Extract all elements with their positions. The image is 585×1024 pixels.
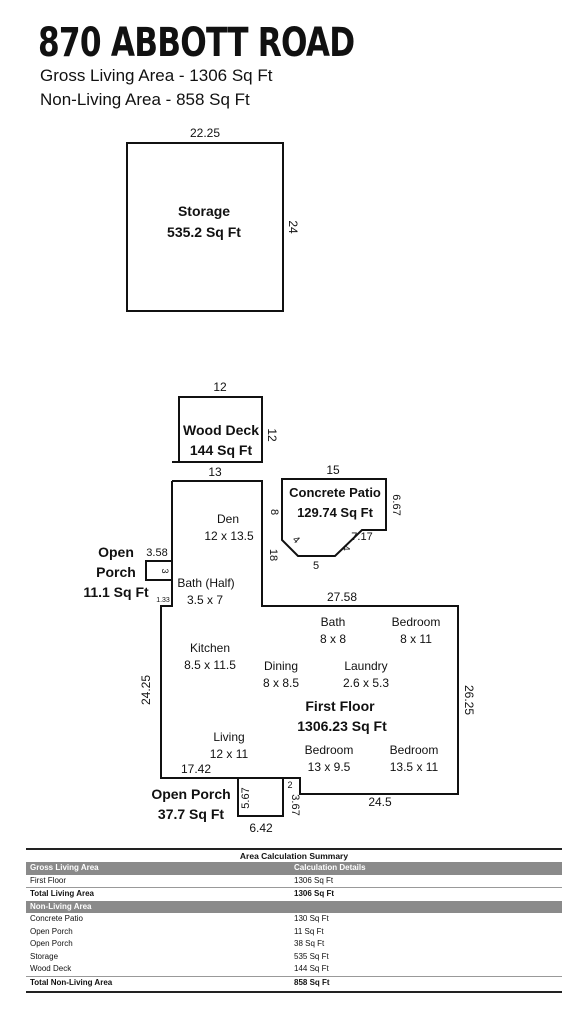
page-title: 870 ABBOTT ROAD [38,20,355,66]
row-label: Open Porch [30,926,73,936]
row-label: Wood Deck [30,964,72,973]
room-name: Kitchen [190,641,230,655]
room-size: 12 x 11 [210,747,249,761]
room-name: Bedroom [390,743,439,757]
floor-dim-left: 24.25 [139,675,153,705]
table-row: Open Porch 38 Sq Ft [26,938,562,951]
wood-deck-dim-bottom: 13 [208,465,222,479]
room-name: Living [213,730,244,744]
summary-title: Area Calculation Summary [26,848,562,862]
row-label: Concrete Patio [30,914,83,923]
floor-dim-right: 26.25 [462,685,476,715]
row-value: 1306 Sq Ft [294,875,334,885]
row-value: 38 Sq Ft [294,939,325,948]
porch-left-dim-b: 3 [160,568,170,573]
room-size: 13 x 9.5 [308,760,351,774]
porch-left-name-2: Porch [96,564,136,580]
floor-plan: 22.25 24 Storage 535.2 Sq Ft 12 12 13 Wo… [83,126,476,835]
porch-left-name-1: Open [98,544,134,560]
row-label: Open Porch [30,939,73,948]
non-living-header: Non-Living Area [30,901,92,911]
wood-deck-name: Wood Deck [183,422,259,438]
room-size: 8 x 8 [320,632,346,646]
total-non-living-row: Total Non-Living Area 858 Sq Ft [26,975,562,990]
porch-bottom-dim-b: 3.67 [289,794,301,815]
row-value: 535 Sq Ft [294,951,329,961]
gross-living-header-row: Gross Living Area Calculation Details [26,862,562,875]
table-row: Concrete Patio 130 Sq Ft [26,913,562,926]
wood-deck-dim-top: 12 [213,380,227,394]
row-value: 130 Sq Ft [294,914,329,923]
room-name: Bath [321,615,346,629]
table-row: Storage 535 Sq Ft [26,951,562,964]
non-living-area-text: Non-Living Area - 858 Sq Ft [40,90,250,109]
wood-deck-dim-side: 12 [265,428,279,442]
non-living-header-row: Non-Living Area [26,900,562,913]
table-row: Wood Deck 144 Sq Ft [26,963,562,976]
room-name: Bedroom [305,743,354,757]
room-size: 8.5 x 11.5 [184,658,236,672]
porch-left-dim-c: 1.33 [156,597,170,604]
row-value: 144 Sq Ft [294,964,329,973]
room-name: Den [217,512,239,526]
patio-dim-b: 4 [340,545,351,551]
row-label: Total Living Area [30,889,95,898]
row-label: Total Non-Living Area [30,977,113,987]
patio-dim-left: 8 [268,509,280,515]
room-size: 8 x 11 [400,632,432,646]
storage-area: 535.2 Sq Ft [167,224,241,240]
floor-dim-top: 27.58 [327,590,357,604]
floor-dim-den-side: 18 [267,549,279,561]
porch-left-dim-a: 3.58 [146,547,167,559]
room-size: 2.6 x 5.3 [343,676,389,690]
floor-dim-small: 2 [287,780,292,790]
patio-dim-top: 15 [326,463,340,477]
storage-outline [126,142,284,312]
open-porch-bottom-outline [237,777,284,817]
room-size: 12 x 13.5 [204,529,254,543]
patio-dim-bottom: 5 [313,560,319,572]
patio-dim-right: 6.67 [390,494,402,515]
room-name: Bedroom [392,615,441,629]
table-row: Open Porch 11 Sq Ft [26,926,562,939]
porch-bottom-area: 37.7 Sq Ft [158,806,224,822]
patio-name: Concrete Patio [289,485,381,500]
first-floor-outline [160,480,459,795]
row-label: First Floor [30,875,66,885]
floor-dim-bottom-right: 24.5 [368,795,392,809]
porch-bottom-dim-c: 6.42 [249,821,273,835]
row-value: 11 Sq Ft [294,926,324,936]
area-summary-table: Area Calculation Summary Gross Living Ar… [26,848,562,993]
total-living-row: Total Living Area 1306 Sq Ft [26,887,562,901]
details-header: Calculation Details [294,863,366,872]
porch-bottom-dim-a: 5.67 [240,787,252,808]
room-size: 8 x 8.5 [263,676,299,690]
storage-name: Storage [178,203,230,219]
porch-bottom-name: Open Porch [151,786,230,802]
room-size: 13.5 x 11 [390,760,439,774]
room-name: Laundry [344,659,387,673]
table-row: First Floor 1306 Sq Ft [26,875,562,888]
patio-dim-a: 7.17 [351,531,372,543]
porch-left-area: 11.1 Sq Ft [83,584,149,600]
floor-dim-bottom-left: 17.42 [181,762,211,776]
patio-dim-c: 4 [290,534,302,546]
open-porch-left-outline [145,560,173,581]
row-value: 858 Sq Ft [294,977,330,987]
gross-living-area-text: Gross Living Area - 1306 Sq Ft [40,66,273,85]
table-bottom-rule [26,991,562,993]
row-label: Storage [30,951,59,961]
patio-area: 129.74 Sq Ft [297,505,374,520]
room-name: Bath (Half) [177,576,234,590]
row-value: 1306 Sq Ft [294,889,335,898]
room-name: Dining [264,659,298,673]
room-size: 3.5 x 7 [187,593,223,607]
storage-dim-top: 22.25 [190,126,220,140]
gross-living-header: Gross Living Area [30,863,99,872]
floor-name: First Floor [305,698,375,714]
floor-area: 1306.23 Sq Ft [297,718,387,734]
concrete-patio-outline [281,478,387,557]
storage-dim-side: 24 [286,220,300,234]
wood-deck-area: 144 Sq Ft [190,442,253,458]
